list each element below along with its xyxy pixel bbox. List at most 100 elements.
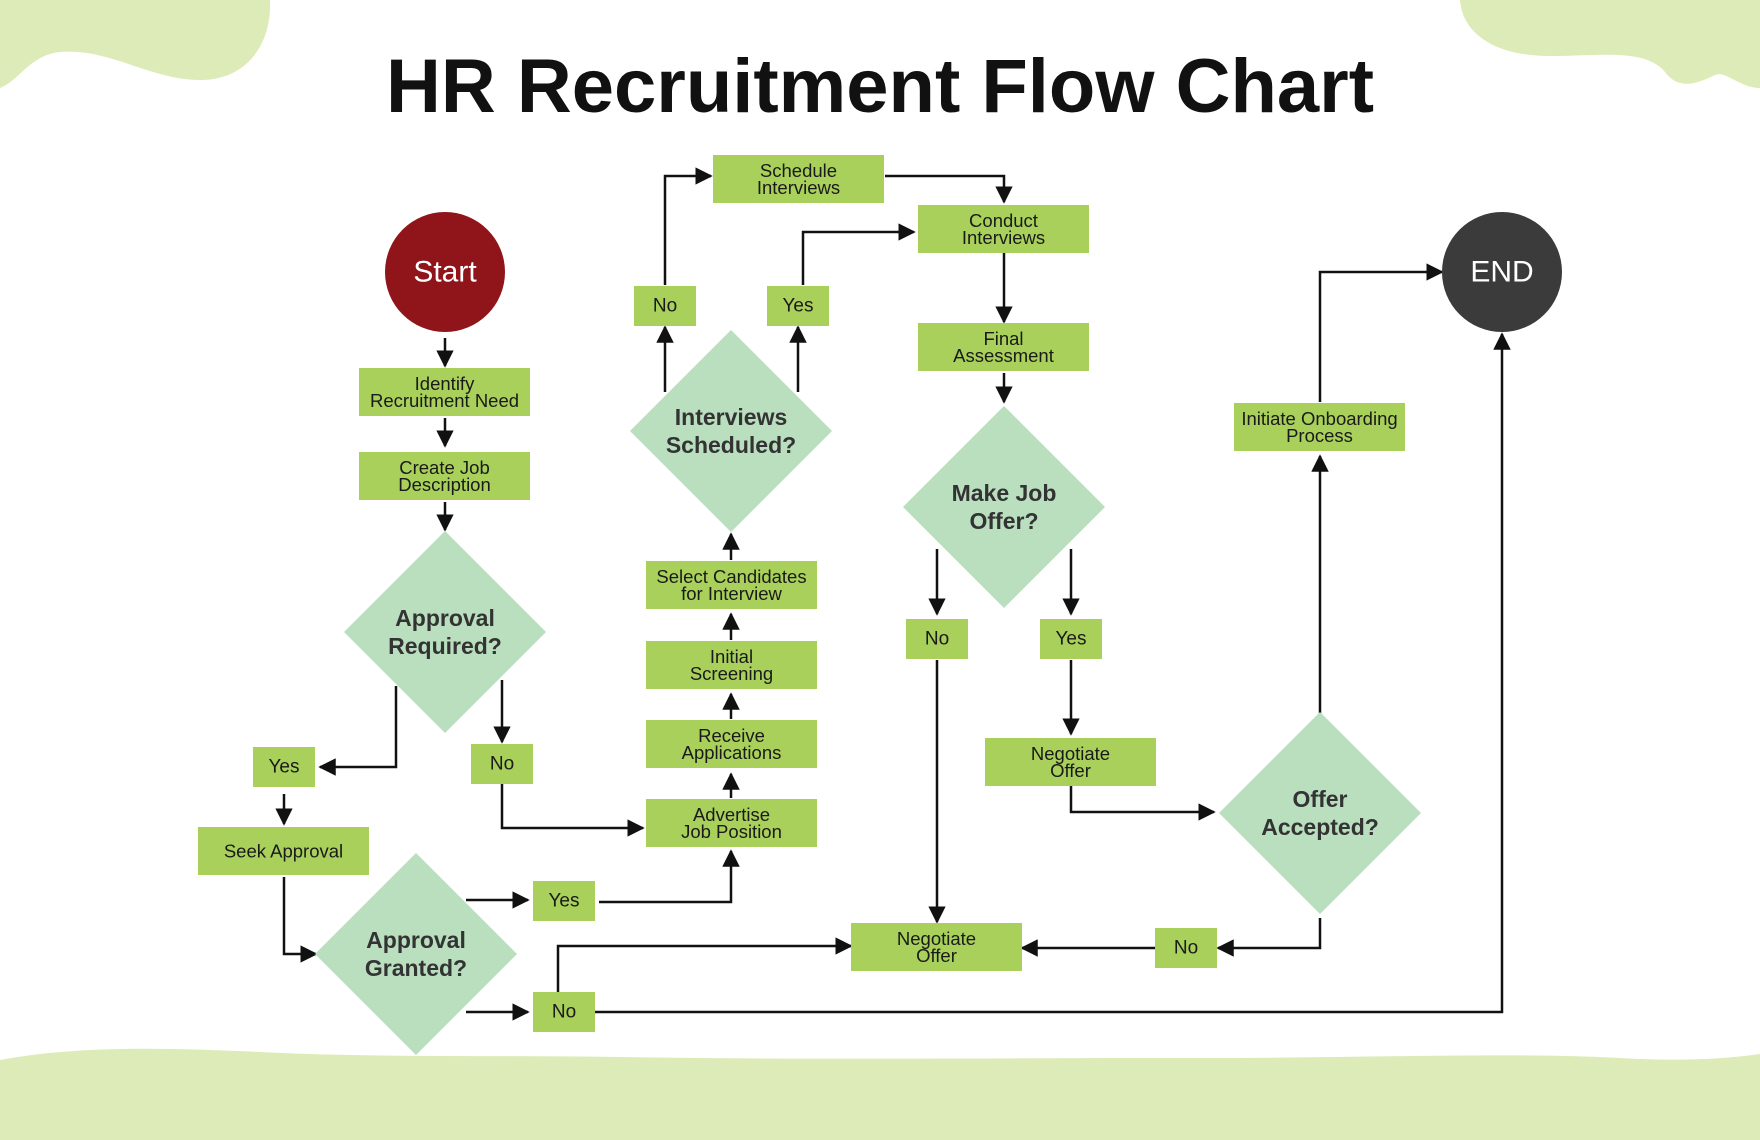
onboarding-step-text: Process bbox=[1286, 425, 1353, 446]
offer-yes-label-box bbox=[1040, 619, 1102, 659]
interviews-yes-label-text: Yes bbox=[783, 296, 814, 317]
schedule-interviews-step-text: Schedule bbox=[760, 160, 837, 181]
initial-screening-step-text: Screening bbox=[690, 663, 773, 684]
interviews-scheduled-decision-text: Interviews bbox=[675, 404, 788, 430]
top-right-wave bbox=[1460, 0, 1760, 88]
approval-granted-no-label: No bbox=[533, 992, 595, 1032]
receive-applications-step-box bbox=[646, 720, 817, 768]
page-title: HR Recruitment Flow Chart bbox=[386, 44, 1374, 129]
select-candidates-step-text: for Interview bbox=[681, 583, 782, 604]
schedule-interviews-step-box bbox=[713, 155, 884, 203]
approval-granted-no-label-text: No bbox=[552, 1002, 576, 1023]
offer-no-label: No bbox=[906, 619, 968, 659]
offer-accepted-decision-shape bbox=[1219, 712, 1421, 914]
identify-need-step-text: Identify bbox=[415, 373, 475, 394]
edge-accepted-no bbox=[1216, 918, 1322, 957]
accepted-no-label-text: No bbox=[1174, 938, 1198, 959]
final-assessment-step-box bbox=[918, 323, 1089, 371]
negotiate-offer-right-step-box bbox=[985, 738, 1156, 786]
approval-granted-yes-label: Yes bbox=[533, 881, 595, 921]
edge-yes-advertise bbox=[599, 849, 740, 904]
end-node-shape bbox=[1442, 212, 1562, 332]
start-node: Start bbox=[385, 212, 505, 332]
accepted-no-label: No bbox=[1155, 928, 1217, 968]
offer-yes-label: Yes bbox=[1040, 619, 1102, 659]
conduct-interviews-step-text: Conduct bbox=[969, 210, 1038, 231]
edge-yes-conduct bbox=[801, 223, 916, 285]
schedule-interviews-step-text: Interviews bbox=[757, 177, 840, 198]
make-offer-decision-text: Offer? bbox=[970, 508, 1039, 534]
make-offer-decision-text: Make Job bbox=[952, 480, 1057, 506]
identify-need-step-text: Recruitment Need bbox=[370, 390, 519, 411]
seek-approval-step-text: Seek Approval bbox=[224, 841, 343, 862]
interviews-no-label: No bbox=[634, 286, 696, 326]
approval-required-yes-label-box bbox=[253, 747, 315, 787]
final-assessment-step-text: Final bbox=[983, 328, 1023, 349]
interviews-yes-label: Yes bbox=[767, 286, 829, 326]
negotiate-offer-bottom-step-box bbox=[851, 923, 1022, 971]
make-offer-decision-shape bbox=[903, 406, 1105, 608]
approval-granted-decision-shape bbox=[315, 853, 517, 1055]
interviews-scheduled-decision-shape bbox=[630, 330, 832, 532]
interviews-scheduled-decision-text: Scheduled? bbox=[666, 432, 796, 458]
create-job-description-step-text: Description bbox=[398, 474, 491, 495]
approval-granted-yes-label-text: Yes bbox=[549, 891, 580, 912]
edge-onboarding-end bbox=[1318, 263, 1444, 402]
advertise-step-text: Job Position bbox=[681, 821, 782, 842]
bottom-wave bbox=[0, 1048, 1760, 1140]
create-job-description-step-text: Create Job bbox=[399, 457, 490, 478]
edge-approval-yes bbox=[318, 686, 398, 776]
approval-required-yes-label-text: Yes bbox=[269, 757, 300, 778]
create-job-description-step-box bbox=[359, 452, 530, 500]
advertise-step-box bbox=[646, 799, 817, 847]
offer-no-label-box bbox=[906, 619, 968, 659]
seek-approval-step: Seek Approval bbox=[198, 827, 369, 875]
receive-applications-step-text: Applications bbox=[682, 742, 782, 763]
offer-accepted-decision-text: Accepted? bbox=[1261, 814, 1379, 840]
interviews-no-label-text: No bbox=[653, 296, 677, 317]
select-candidates-step-text: Select Candidates bbox=[656, 566, 806, 587]
approval-required-no-label-box bbox=[471, 744, 533, 784]
interviews-yes-label-box bbox=[767, 286, 829, 326]
approval-required-decision-text: Approval bbox=[395, 605, 495, 631]
onboarding-step-box bbox=[1234, 403, 1405, 451]
top-left-wave bbox=[0, 0, 271, 88]
offer-no-label-text: No bbox=[925, 629, 949, 650]
select-candidates-step-box bbox=[646, 561, 817, 609]
edge-no-advertise bbox=[500, 783, 645, 837]
approval-required-no-label-text: No bbox=[490, 754, 514, 775]
approval-required-decision-text: Required? bbox=[388, 633, 502, 659]
end-node: END bbox=[1442, 212, 1562, 332]
initial-screening-step-box bbox=[646, 641, 817, 689]
negotiate-offer-right-step-text: Negotiate bbox=[1031, 743, 1110, 764]
approval-required-no-label: No bbox=[471, 744, 533, 784]
negotiate-offer-right-step-text: Offer bbox=[1050, 760, 1091, 781]
approval-required-decision-shape bbox=[344, 531, 546, 733]
offer-accepted-decision-text: Offer bbox=[1293, 786, 1348, 812]
onboarding-step-text: Initiate Onboarding bbox=[1241, 408, 1397, 429]
edge-no-end bbox=[594, 332, 1511, 1014]
negotiate-offer-bottom-step-text: Negotiate bbox=[897, 928, 976, 949]
conduct-interviews-step-text: Interviews bbox=[962, 227, 1045, 248]
identify-need-step-box bbox=[359, 368, 530, 416]
start-node-text: Start bbox=[413, 256, 477, 289]
initial-screening-step-text: Initial bbox=[710, 646, 753, 667]
final-assessment-step-text: Assessment bbox=[953, 345, 1054, 366]
edge-no-schedule bbox=[663, 167, 713, 285]
conduct-interviews-step-box bbox=[918, 205, 1089, 253]
